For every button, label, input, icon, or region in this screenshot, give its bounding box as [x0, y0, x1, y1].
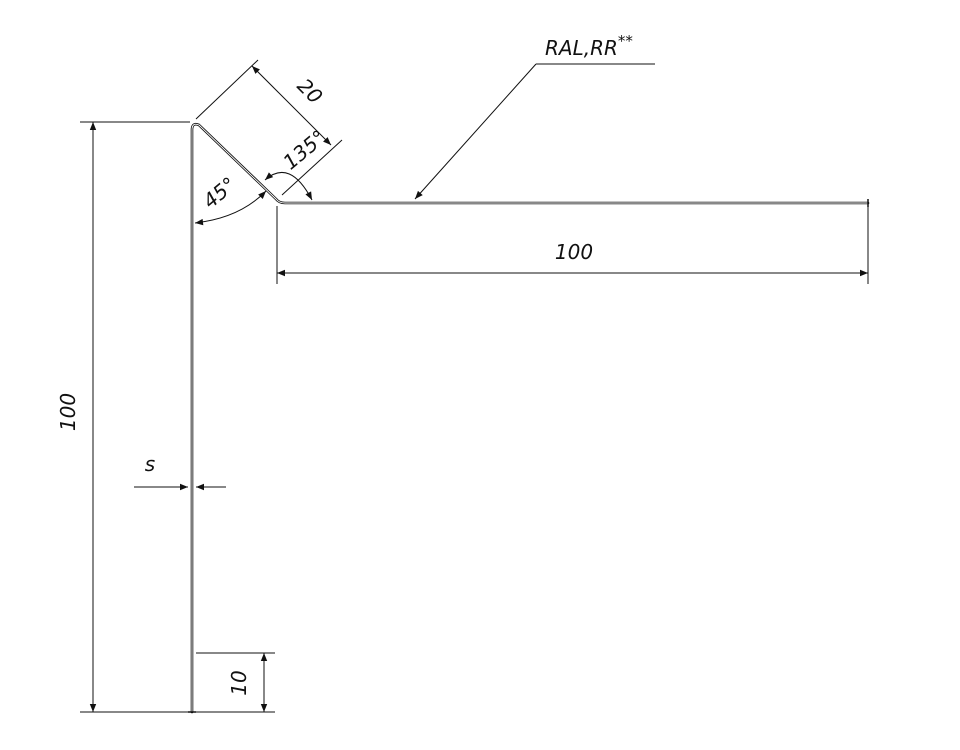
dimension-wall-height-label: 100: [56, 393, 80, 431]
dimension-slope-length-label: 20: [292, 74, 327, 109]
coating-note-label: RAL,RR**: [545, 32, 633, 60]
profile-outline: [190, 122, 870, 714]
dimension-angle-outer-label: 135°: [278, 125, 330, 174]
dimension-angle-outer: 135°: [264, 125, 331, 201]
dimension-slope-length: 20: [195, 59, 343, 196]
coating-note-leader: RAL,RR**: [414, 32, 655, 200]
coating-note-suffix: **: [618, 32, 634, 50]
dimension-bottom-hem: 10: [196, 652, 275, 713]
profile-thickness: [191, 123, 869, 713]
dimension-angle-inner-label: 45°: [198, 172, 241, 213]
coating-note-text: RAL,RR: [545, 36, 618, 60]
dimension-thickness: s: [134, 452, 226, 491]
dimension-top-flange-label: 100: [555, 240, 593, 264]
dimension-thickness-label: s: [145, 452, 155, 476]
dimension-wall-height: 100: [56, 121, 190, 713]
dimension-bottom-hem-label: 10: [227, 670, 251, 695]
dimension-top-flange: 100: [276, 206, 869, 284]
